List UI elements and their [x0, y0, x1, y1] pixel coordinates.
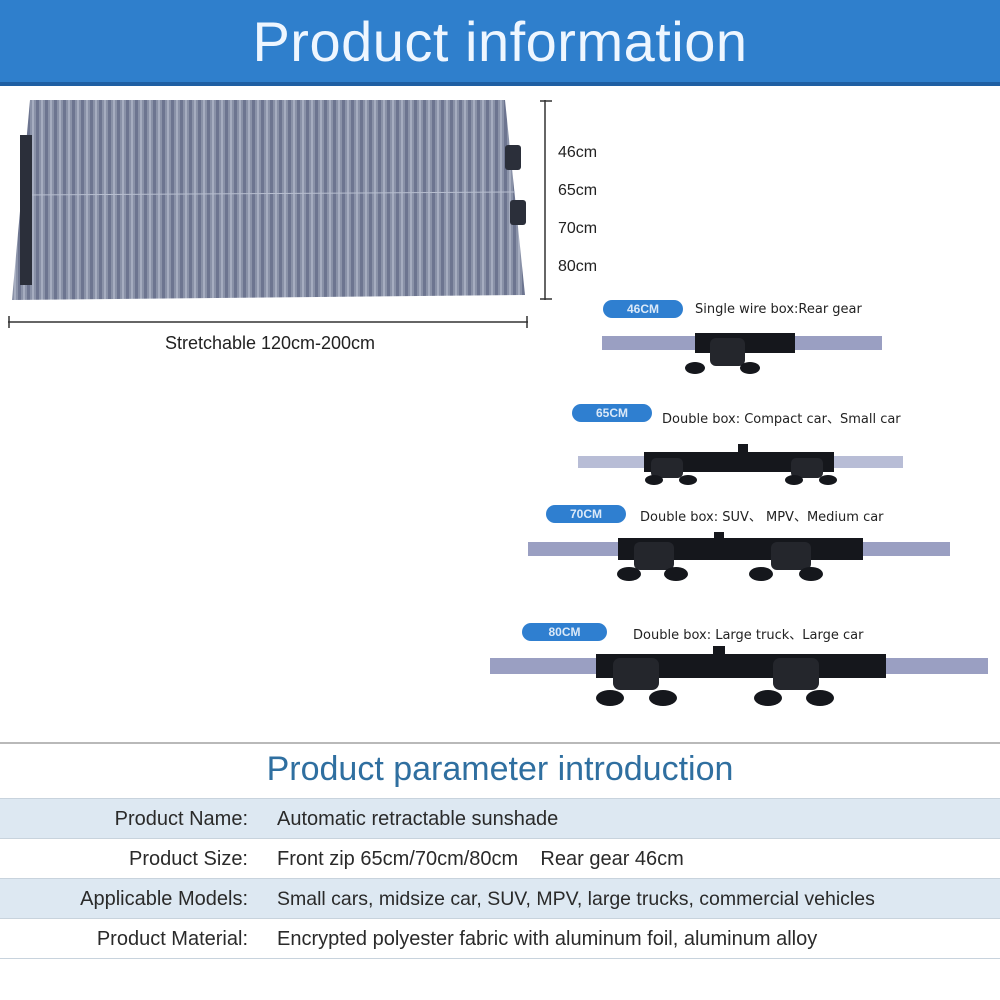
sunshade-product-image: [12, 100, 526, 300]
height-label-70: 70cm: [558, 220, 598, 237]
variant-size-pill-65: 65CM: [572, 404, 652, 422]
param-value: Front zip 65cm/70cm/80cm Rear gear 46cm: [277, 848, 684, 870]
header-banner: Product information: [0, 0, 1000, 86]
param-value: Small cars, midsize car, SUV, MPV, large…: [277, 888, 875, 910]
variant-description-65: Double box: Compact car、Small car: [662, 412, 901, 427]
param-label: Applicable Models:: [80, 888, 248, 910]
variant-description-70: Double box: SUV、 MPV、Medium car: [640, 510, 884, 525]
parameter-table: Product Name: Automatic retractable suns…: [0, 798, 1000, 958]
variant-bar-image-46: [602, 333, 882, 374]
param-value: Automatic retractable sunshade: [277, 808, 559, 830]
height-label-46: 46cm: [558, 144, 598, 161]
variant-size-pill-80: 80CM: [522, 623, 607, 641]
param-label: Product Name:: [114, 808, 248, 830]
param-label: Product Material:: [96, 928, 248, 950]
variant-description-46: Single wire box:Rear gear: [695, 302, 862, 317]
page-title: Product information: [252, 10, 748, 73]
table-row: Product Material: Encrypted polyester fa…: [0, 918, 1000, 958]
variant-bar-image-80: [490, 646, 988, 706]
variant-bar-image-70: [528, 532, 950, 581]
width-dimension-line: [8, 316, 528, 328]
table-row: Product Size: Front zip 65cm/70cm/80cm R…: [0, 838, 1000, 878]
height-dimension-line: [540, 100, 552, 300]
variant-size-pill-46: 46CM: [603, 300, 683, 318]
variant-description-80: Double box: Large truck、Large car: [633, 628, 864, 643]
variant-bar-image-65: [578, 444, 903, 485]
variant-size-pill-70: 70CM: [546, 505, 626, 523]
height-label-65: 65cm: [558, 182, 598, 199]
table-row: Product Name: Automatic retractable suns…: [0, 798, 1000, 838]
height-label-80: 80cm: [558, 258, 598, 275]
width-label: Stretchable 120cm-200cm: [164, 333, 376, 353]
section-divider: [0, 742, 1000, 744]
param-label: Product Size:: [129, 848, 248, 870]
parameter-section-title: Product parameter introduction: [266, 750, 734, 788]
table-row: Applicable Models: Small cars, midsize c…: [0, 878, 1000, 918]
table-bottom-border: [0, 958, 1000, 959]
param-value: Encrypted polyester fabric with aluminum…: [277, 928, 818, 950]
